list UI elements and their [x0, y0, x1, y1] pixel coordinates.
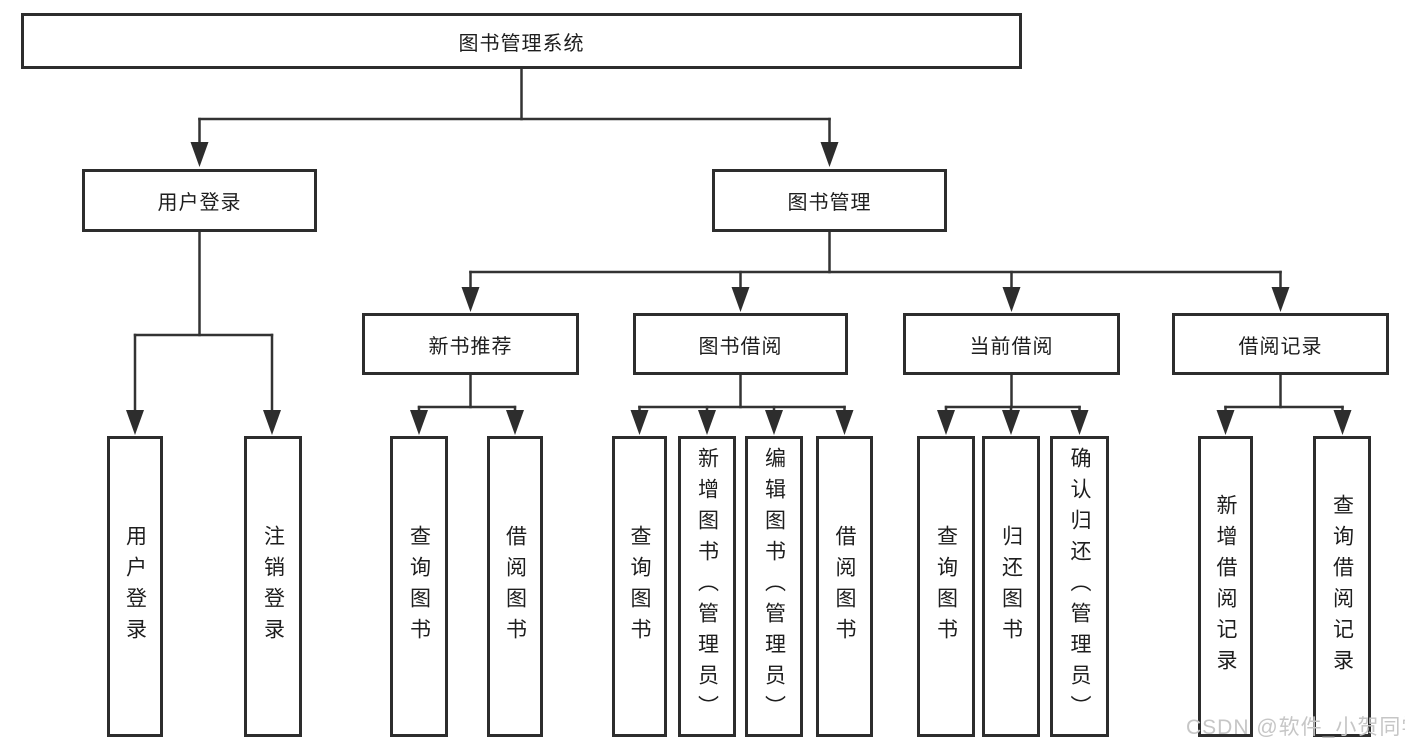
- node-root-label: 图书管理系统: [458, 32, 585, 55]
- node-book-management-label: 图书管理: [787, 192, 872, 214]
- leaf-borrow-books: 借阅图书: [816, 436, 873, 737]
- node-book-borrow: 图书借阅: [633, 313, 848, 375]
- leaf-user-login: 用户登录: [107, 436, 163, 737]
- leaf-edit-book-admin: 编辑图书（管理员）: [745, 436, 803, 737]
- node-borrow-records-label: 借阅记录: [1238, 335, 1323, 358]
- leaf-confirm-return-admin: 确认归还（管理员）: [1050, 436, 1109, 737]
- node-current-borrow: 当前借阅: [903, 313, 1120, 375]
- csdn-watermark: CSDN @软件_小贺同学: [1186, 716, 1405, 739]
- leaf-logout: 注销登录: [244, 436, 302, 737]
- leaf-query-books-recommend: 查询图书: [390, 436, 448, 737]
- node-borrow-records: 借阅记录: [1172, 313, 1389, 375]
- node-book-borrow-label: 图书借阅: [698, 335, 783, 358]
- leaf-query-books-current: 查询图书: [917, 436, 975, 737]
- node-current-borrow-label: 当前借阅: [969, 335, 1054, 358]
- arrowhead-icons: [126, 142, 1352, 435]
- leaf-borrow-books-recommend: 借阅图书: [487, 436, 543, 737]
- node-new-book-recommend: 新书推荐: [362, 313, 579, 375]
- node-new-book-recommend-label: 新书推荐: [428, 335, 513, 358]
- leaf-query-books-borrow: 查询图书: [612, 436, 667, 737]
- leaf-return-book: 归还图书: [982, 436, 1040, 737]
- leaf-add-borrow-record: 新增借阅记录: [1198, 436, 1253, 737]
- node-user-login-label: 用户登录: [157, 192, 242, 214]
- leaf-query-borrow-record: 查询借阅记录: [1313, 436, 1371, 737]
- leaf-add-book-admin: 新增图书（管理员）: [678, 436, 736, 737]
- node-root: 图书管理系统: [21, 13, 1022, 69]
- node-book-management: 图书管理: [712, 169, 947, 232]
- node-user-login: 用户登录: [82, 169, 317, 232]
